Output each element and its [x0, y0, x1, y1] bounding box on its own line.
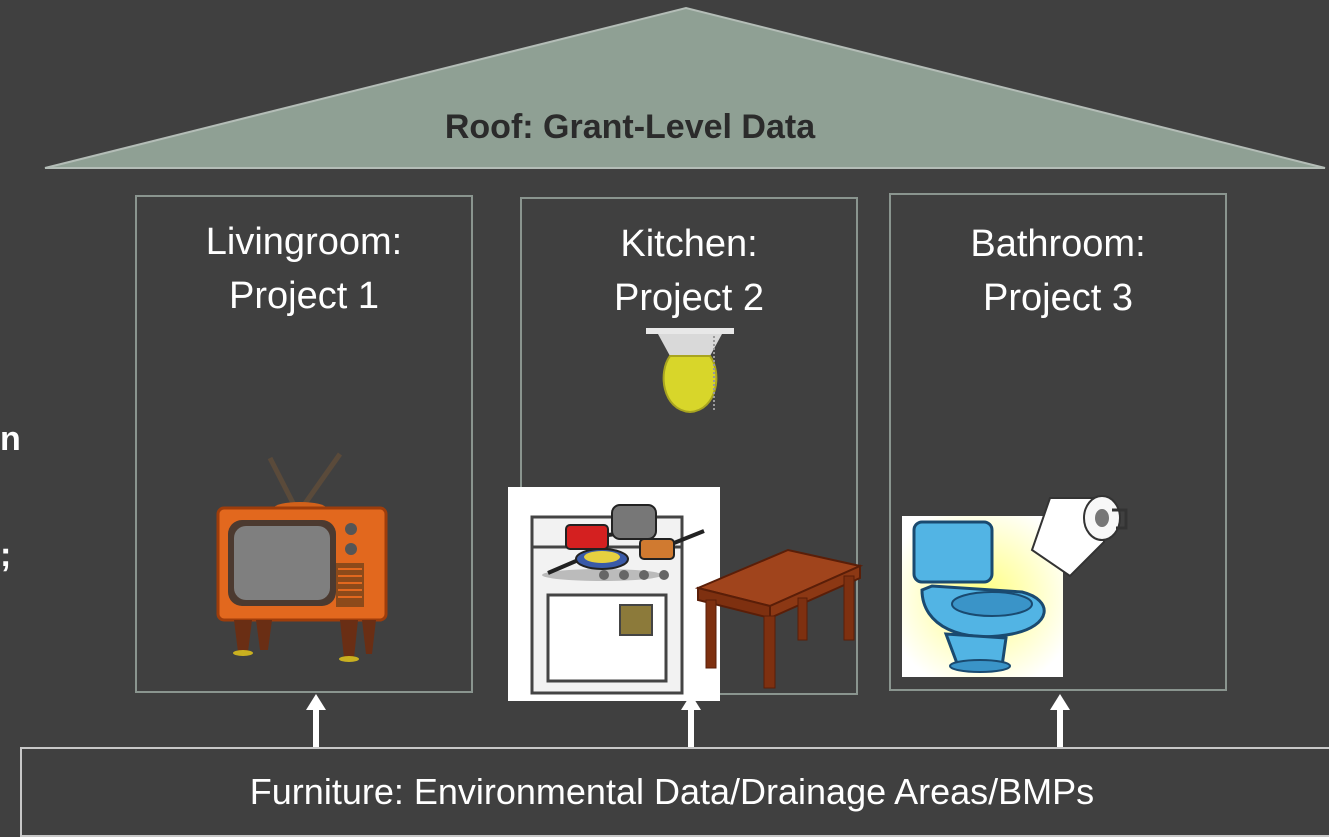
room-title-line2: Project 2 — [614, 277, 764, 319]
furniture-foundation: Furniture: Environmental Data/Drainage A… — [20, 747, 1329, 837]
room-title-line2: Project 3 — [983, 277, 1133, 319]
roof-label: Roof: Grant-Level Data — [444, 108, 816, 146]
room-bathroom: Bathroom: Project 3 — [889, 193, 1227, 691]
room-title-line1: Kitchen: — [620, 223, 758, 265]
room-title-line1: Livingroom: — [205, 221, 403, 263]
toilet-paper-icon — [1030, 495, 1128, 578]
furniture-label: Furniture: Environmental Data/Drainage A… — [249, 771, 1095, 812]
edge-text-fragment: n — [0, 420, 21, 458]
light-bulb-icon — [646, 328, 734, 414]
toilet-image — [902, 516, 1063, 677]
arrow-up-icon — [681, 694, 701, 750]
room-title-line1: Bathroom: — [970, 223, 1146, 265]
arrow-up-icon — [1050, 694, 1070, 750]
room-livingroom: Livingroom: Project 1 — [135, 195, 473, 693]
room-title-line2: Project 1 — [229, 275, 379, 317]
roof-shape — [44, 6, 1326, 169]
table-icon — [694, 548, 864, 689]
television-icon — [216, 452, 388, 662]
stove-icon — [530, 504, 705, 695]
toilet-icon — [902, 516, 1063, 677]
arrow-up-icon — [306, 694, 326, 750]
stove-image — [508, 487, 720, 701]
edge-text-fragment: ; — [0, 536, 12, 574]
